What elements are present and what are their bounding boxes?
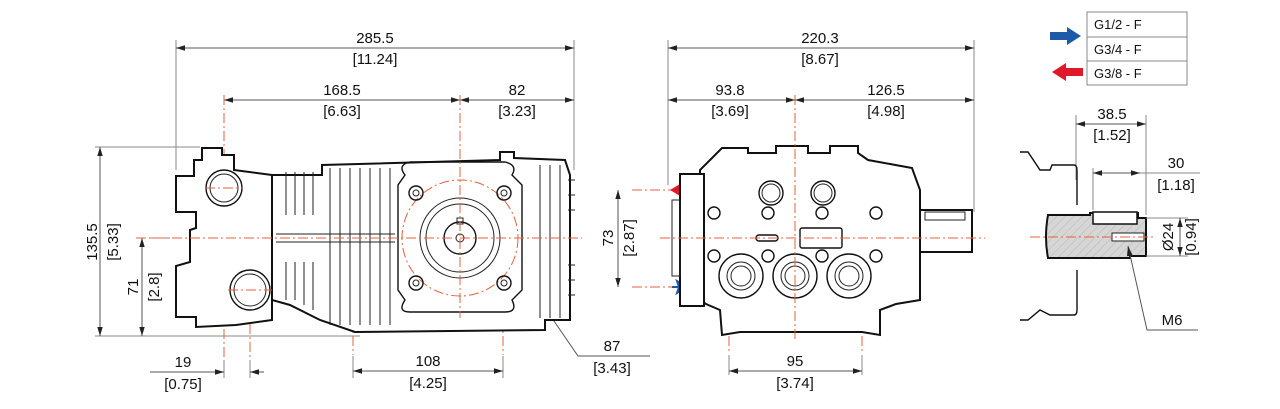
pump-side-body	[175, 147, 575, 334]
legend-label-3: G3/8 - F	[1094, 66, 1142, 81]
outlet-arrow-icon	[1052, 63, 1083, 81]
flange-bolts	[408, 185, 512, 291]
dim-bolt-circle-in: [3.43]	[593, 360, 631, 377]
dim-port-spacing-in: [2.87]	[621, 219, 638, 257]
thread-leader	[1127, 245, 1198, 331]
thread-label: M6	[1162, 312, 1183, 329]
dim-shaft-to-end-mm: 82	[509, 82, 526, 99]
dim-key-length-in: [1.18]	[1157, 177, 1195, 194]
shaft-key	[1092, 211, 1138, 225]
dim-shaft-length-mm: 38.5	[1097, 106, 1126, 123]
dim-bolt-circle-mm: 87	[604, 338, 621, 355]
dim-left-to-center-mm: 93.8	[715, 82, 744, 99]
legend-label-1: G1/2 - F	[1094, 17, 1142, 32]
head-bolts	[707, 206, 883, 263]
dim-shaft-height-mm: 71	[125, 279, 142, 296]
dim-port-offset-mm: 19	[175, 354, 192, 371]
dim-overall-height-in: [5.33]	[105, 223, 122, 261]
dim-diameter-in: [0.94]	[1183, 218, 1200, 256]
legend-label-2: G3/4 - F	[1094, 42, 1142, 57]
dim-foot-spacing-in: [3.74]	[776, 375, 814, 392]
dim-overall-length-mm: 285.5	[356, 30, 394, 47]
bearing-flange	[397, 161, 523, 313]
dim-port-to-shaft-mm: 168.5	[323, 82, 361, 99]
dim-foot-spacing-mm: 95	[787, 353, 804, 370]
legend-row-3	[1086, 60, 1188, 86]
dim-overall-width-in: [8.67]	[801, 51, 839, 68]
dim-port-spacing-mm: 73	[600, 230, 617, 247]
dim-mount-spacing-in: [4.25]	[409, 375, 447, 392]
pump-front-body	[671, 145, 973, 337]
dim-shaft-length-in: [1.52]	[1093, 127, 1131, 144]
dim-shaft-height-in: [2.8]	[146, 272, 163, 301]
dim-overall-length-in: [11.24]	[353, 51, 398, 68]
dim-mount-spacing-mm: 108	[415, 353, 440, 370]
dim-left-to-center-in: [3.69]	[711, 103, 749, 120]
legend-row-1	[1086, 11, 1188, 38]
dim-port-offset-in: [0.75]	[164, 376, 202, 393]
port-legend: G1/2 - F G3/4 - F G3/8 - F	[1050, 11, 1188, 86]
dim-overall-width-mm: 220.3	[801, 30, 839, 47]
inlet-arrow-icon	[1050, 27, 1081, 45]
legend-row-2	[1086, 36, 1188, 62]
dim-port-to-shaft-in: [6.63]	[323, 103, 361, 120]
side-view: 285.5 [11.24] 168.5 [6.63] 82 [3.23] 135…	[84, 30, 650, 393]
dim-overall-height-mm: 135.5	[84, 223, 101, 261]
dim-center-to-end-in: [4.98]	[867, 103, 905, 120]
shaft-stub	[919, 209, 973, 253]
dim-diameter-mm: Ø24	[1160, 223, 1177, 251]
shaft-detail: 38.5 [1.52] 30 [1.18] Ø24 [0.94] M6	[1020, 106, 1200, 331]
dim-shaft-to-end-in: [3.23]	[498, 103, 536, 120]
front-view: 220.3 [8.67] 93.8 [3.69] 126.5 [4.98] 73…	[600, 30, 985, 392]
dim-key-length-mm: 30	[1168, 155, 1185, 172]
dim-center-to-end-mm: 126.5	[867, 82, 905, 99]
